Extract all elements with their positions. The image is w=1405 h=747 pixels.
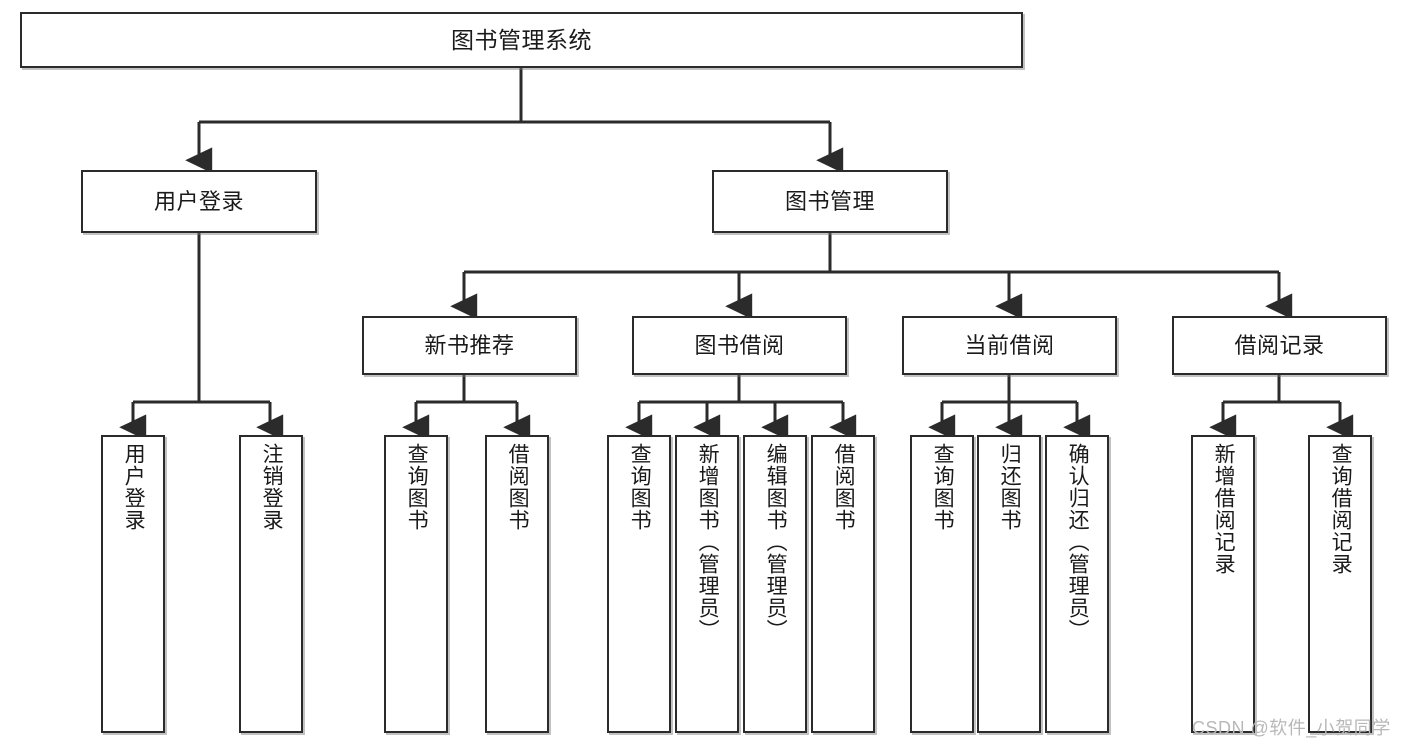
node-label: 编辑图书（管理员） [764, 443, 788, 641]
node-label: 归还图书 [998, 443, 1022, 531]
node-label: 查询借阅记录 [1329, 443, 1353, 575]
node-label: 当前借阅 [964, 332, 1055, 358]
watermark: CSDN @软件_小贺同学 [1192, 718, 1391, 738]
leaf-borrow-book[interactable]: 借阅图书 [811, 435, 875, 733]
node-label: 用户登录 [122, 443, 146, 531]
node-label: 新书推荐 [424, 332, 515, 358]
node-label: 用户登录 [153, 188, 244, 214]
node-label: 借阅图书 [832, 443, 856, 531]
node-label: 查询图书 [405, 443, 429, 531]
node-borrow-records[interactable]: 借阅记录 [1172, 316, 1387, 375]
leaf-query-book-recommend[interactable]: 查询图书 [384, 435, 448, 733]
leaf-confirm-return-admin[interactable]: 确认归还（管理员） [1045, 435, 1109, 733]
leaf-logout[interactable]: 注销登录 [239, 435, 303, 733]
node-label: 图书借阅 [694, 332, 785, 358]
leaf-add-book-admin[interactable]: 新增图书（管理员） [675, 435, 739, 733]
node-book-management[interactable]: 图书管理 [712, 170, 948, 233]
node-current-borrow[interactable]: 当前借阅 [902, 316, 1117, 375]
node-label: 确认归还（管理员） [1066, 443, 1090, 641]
node-label: 注销登录 [260, 443, 284, 531]
leaf-user-login[interactable]: 用户登录 [101, 435, 165, 733]
leaf-return-book[interactable]: 归还图书 [977, 435, 1041, 733]
leaf-query-book-current[interactable]: 查询图书 [910, 435, 974, 733]
node-label: 借阅图书 [506, 443, 530, 531]
node-new-book-recommend[interactable]: 新书推荐 [362, 316, 577, 375]
node-label: 查询图书 [628, 443, 652, 531]
leaf-query-borrow-record[interactable]: 查询借阅记录 [1308, 435, 1372, 733]
node-label: 新增图书（管理员） [696, 443, 720, 641]
node-label: 图书管理 [784, 188, 875, 214]
leaf-add-borrow-record[interactable]: 新增借阅记录 [1191, 435, 1255, 733]
node-book-borrow[interactable]: 图书借阅 [632, 316, 847, 375]
node-label: 图书管理系统 [451, 26, 592, 53]
leaf-borrow-book-recommend[interactable]: 借阅图书 [485, 435, 549, 733]
node-label: 新增借阅记录 [1212, 443, 1236, 575]
node-label: 借阅记录 [1234, 332, 1325, 358]
node-book-management-system[interactable]: 图书管理系统 [20, 12, 1023, 68]
leaf-edit-book-admin[interactable]: 编辑图书（管理员） [743, 435, 807, 733]
leaf-query-book-borrow[interactable]: 查询图书 [607, 435, 671, 733]
node-label: 查询图书 [931, 443, 955, 531]
node-user-login[interactable]: 用户登录 [81, 170, 317, 233]
